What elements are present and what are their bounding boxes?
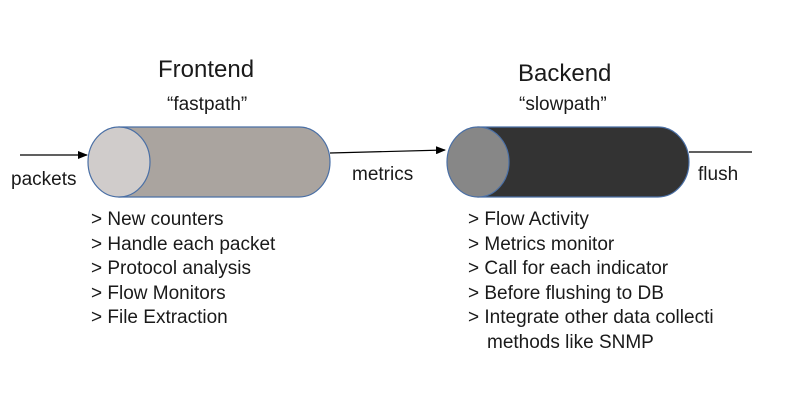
backend-subtitle: “slowpath” <box>519 94 607 115</box>
list-item: > Handle each packet <box>91 233 276 255</box>
backend-cylinder <box>446 126 690 198</box>
frontend-feature-list: > New counters > Handle each packet > Pr… <box>91 208 275 331</box>
frontend-title: Frontend <box>158 56 255 83</box>
list-item: > File Extraction <box>91 307 228 328</box>
list-item: > Metrics monitor <box>468 233 615 255</box>
frontend-cylinder <box>87 126 331 198</box>
frontend-subtitle: “fastpath” <box>167 94 248 115</box>
metrics-arrow <box>329 146 446 155</box>
list-item: > Integrate other data collecti <box>468 307 714 328</box>
backend-title: Backend <box>518 60 612 87</box>
backend-cylinder-body <box>477 126 690 198</box>
metrics-label: metrics <box>352 164 414 185</box>
frontend-cylinder-body <box>118 126 331 198</box>
list-item-continuation: methods like SNMP <box>487 331 654 353</box>
backend-feature-list: > Flow Activity > Metrics monitor > Call… <box>468 208 758 355</box>
list-item: > Flow Activity <box>468 209 589 230</box>
frontend-cylinder-cap <box>87 126 151 198</box>
backend-cylinder-cap <box>446 126 510 198</box>
list-item: > Flow Monitors <box>91 282 226 304</box>
list-item: > Call for each indicator <box>468 258 669 279</box>
list-item: > New counters <box>91 209 224 230</box>
list-item: > Before flushing to DB <box>468 282 664 304</box>
packets-label: packets <box>11 169 77 190</box>
flush-label: flush <box>698 164 739 185</box>
list-item: > Protocol analysis <box>91 258 251 279</box>
